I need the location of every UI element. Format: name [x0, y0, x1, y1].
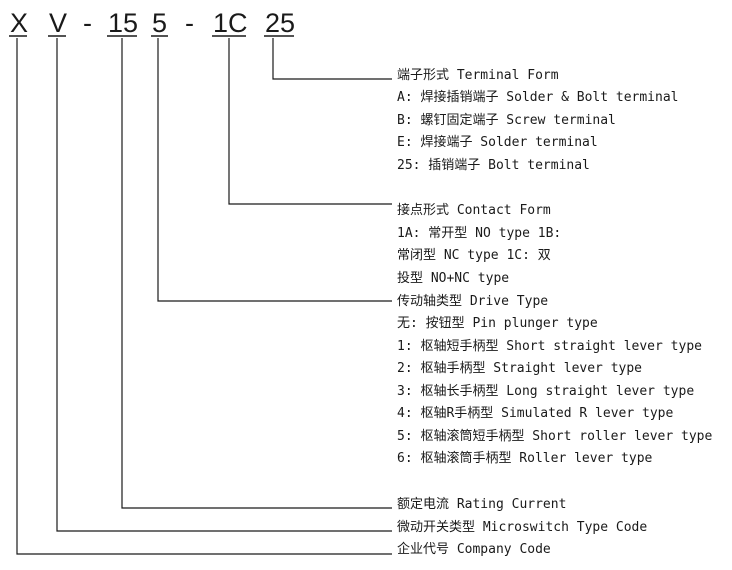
code-segment-rating: 15 — [108, 8, 138, 38]
microswitch-type-header: 微动开关类型 Microswitch Type Code — [397, 520, 647, 535]
drive-type-item-4: 4: 枢轴R手柄型 Simulated R lever type — [397, 406, 673, 421]
leader-terminal — [272, 38, 392, 80]
drive-type-item-1: 1: 枢轴短手柄型 Short straight lever type — [397, 339, 702, 354]
drive-type-item-none: 无: 按钮型 Pin plunger type — [397, 316, 598, 331]
code-segment-contact: 1C — [213, 8, 248, 38]
drive-type-item-5: 5: 枢轴滚筒短手柄型 Short roller lever type — [397, 428, 712, 444]
contact-form-header: 接点形式 Contact Form — [397, 202, 551, 218]
leader-rating — [121, 38, 392, 509]
leader-type — [56, 38, 392, 532]
code-dash-2: - — [185, 8, 194, 38]
leader-contact — [228, 38, 392, 205]
code-segment-type: V — [49, 8, 67, 38]
terminal-form-item-a: A: 焊接插销端子 Solder & Bolt terminal — [397, 89, 679, 105]
drive-type-item-3: 3: 枢轴长手柄型 Long straight lever type — [397, 384, 694, 399]
drive-type-item-2: 2: 枢轴手柄型 Straight lever type — [397, 361, 642, 376]
terminal-form-item-b: B: 螺钉固定端子 Screw terminal — [397, 113, 616, 128]
code-segment-drive: 5 — [152, 8, 167, 38]
terminal-form-header: 端子形式 Terminal Form — [397, 68, 559, 83]
leader-company — [16, 38, 392, 555]
code-dash-1: - — [83, 8, 92, 38]
drive-type-item-6: 6: 枢轴滚筒手柄型 Roller lever type — [397, 450, 653, 466]
drive-type-header: 传动轴类型 Drive Type — [397, 294, 548, 309]
contact-form-line-3: 投型 NO+NC type — [397, 270, 509, 286]
terminal-form-item-25: 25: 插销端子 Bolt terminal — [397, 158, 590, 173]
company-code-header: 企业代号 Company Code — [397, 541, 551, 557]
contact-form-line-2: 常闭型 NC type 1C: 双 — [397, 248, 551, 263]
code-segment-company: X — [10, 8, 28, 38]
code-segment-terminal: 25 — [265, 8, 295, 38]
leader-drive — [157, 38, 392, 302]
contact-form-line-1: 1A: 常开型 NO type 1B: — [397, 226, 561, 241]
rating-current-header: 额定电流 Rating Current — [397, 497, 566, 512]
terminal-form-item-e: E: 焊接端子 Solder terminal — [397, 134, 598, 150]
